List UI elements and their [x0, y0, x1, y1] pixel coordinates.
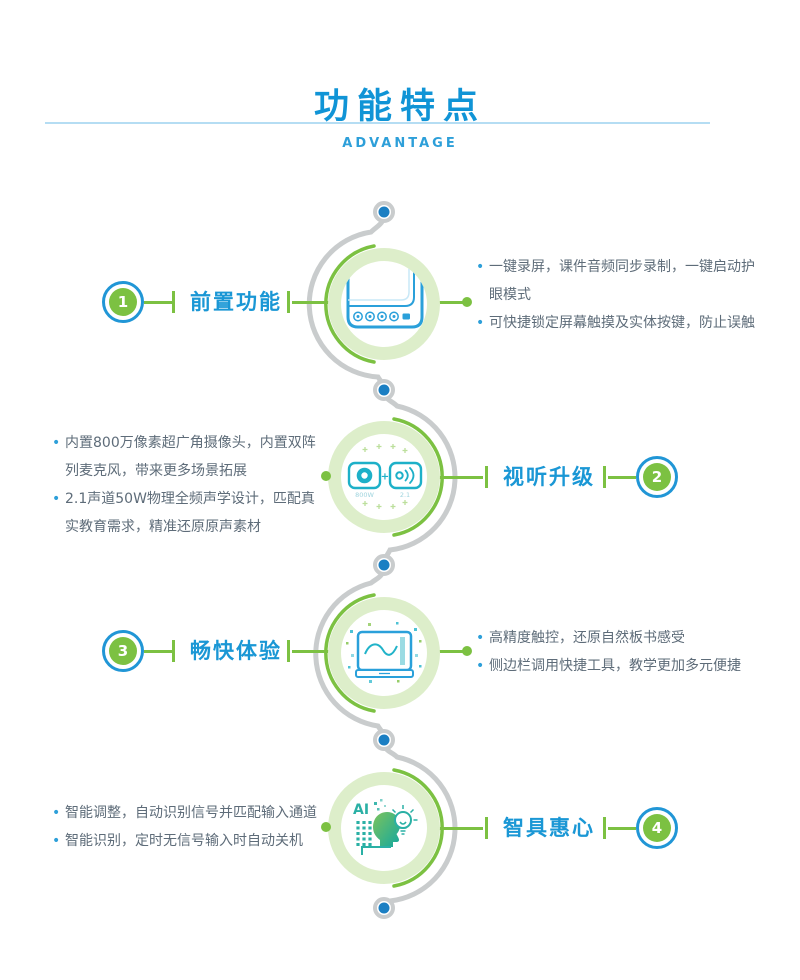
timeline-connector: [306, 211, 458, 911]
plus-sign: +: [381, 472, 389, 483]
section-2-number-badge: 2: [636, 456, 678, 498]
section-1-number: 1: [109, 288, 137, 316]
feature-bullet: • 高精度触控，还原自然板书感受: [476, 630, 685, 646]
label-tick: [603, 817, 606, 839]
connector-end-dot: [462, 646, 472, 656]
section-1-label: 前置功能: [190, 290, 282, 314]
feature-bullet: • 侧边栏调用快捷工具，教学更加多元便捷: [476, 658, 741, 674]
label-tick: [172, 640, 175, 662]
section-4-text: • 智能调整，自动识别信号并匹配输入通道 • 智能识别，定时无信号输入时自动关机: [52, 799, 317, 855]
feature-bullet: • 智能识别，定时无信号输入时自动关机: [52, 833, 303, 849]
connector-line: [438, 650, 464, 653]
section-1-circle: [328, 248, 440, 360]
timeline-node-dots: [373, 201, 395, 919]
feature-bullet: • 2.1声道50W物理全频声学设计，匹配真实教育需求，精准还原原声素材: [52, 491, 315, 535]
ai-smart-icon: AI: [353, 799, 418, 855]
section-3-number-badge: 3: [102, 630, 144, 672]
connector-line: [144, 301, 172, 304]
section-2-label: 视听升级: [503, 465, 595, 489]
decor-plus-marks: [362, 444, 408, 509]
connector-end-dot: [321, 822, 331, 832]
section-2-number: 2: [643, 463, 671, 491]
connector-line: [292, 650, 332, 653]
feature-bullet: • 智能调整，自动识别信号并匹配输入通道: [52, 805, 317, 821]
section-2-circle: + 800W 2.1: [328, 421, 440, 533]
section-3-label: 畅快体验: [190, 639, 282, 663]
connector-line: [144, 650, 172, 653]
decor-pixel-squares: [374, 799, 386, 811]
head-silhouette: [373, 812, 400, 847]
connector-line: [438, 476, 483, 479]
camera-mp-label: 800W: [355, 491, 374, 499]
camera-speaker-icon: + 800W 2.1: [347, 444, 423, 509]
section-4-label: 智具惠心: [503, 816, 595, 840]
section-1-text: • 一键录屏，课件音频同步录制，一键启动护眼模式 • 可快捷锁定屏幕触摸及实体按…: [476, 253, 765, 337]
title-underline: [45, 122, 710, 124]
feature-bullet: • 可快捷锁定屏幕触摸及实体按键，防止误触: [476, 315, 755, 331]
section-arc-3: [324, 593, 376, 713]
section-arc-1: [324, 244, 376, 364]
ai-label: AI: [353, 802, 369, 818]
section-4-number-badge: 4: [636, 807, 678, 849]
section-2-text: • 内置800万像素超广角摄像头，内置双阵列麦克风，带来更多场景拓展 • 2.1…: [52, 429, 323, 541]
connector-end-dot: [321, 471, 331, 481]
display-panel-icon: [346, 261, 424, 329]
lightbulb: [391, 805, 418, 835]
section-4-circle: AI: [328, 772, 440, 884]
label-tick: [485, 466, 488, 488]
feature-bullet: • 内置800万像素超广角摄像头，内置双阵列麦克风，带来更多场景拓展: [52, 435, 316, 479]
label-tick: [287, 291, 290, 313]
section-1-number-badge: 1: [102, 281, 144, 323]
feature-bullet: • 一键录屏，课件音频同步录制，一键启动护眼模式: [476, 259, 755, 303]
connector-line: [438, 301, 464, 304]
whiteboard-icon: [346, 622, 422, 683]
connector-end-dot: [462, 297, 472, 307]
label-tick: [172, 291, 175, 313]
section-3-circle: [328, 597, 440, 709]
section-3-text: • 高精度触控，还原自然板书感受 • 侧边栏调用快捷工具，教学更加多元便捷: [476, 624, 741, 680]
label-tick: [287, 640, 290, 662]
connector-line: [292, 301, 332, 304]
label-tick: [485, 817, 488, 839]
decor-step-line: [361, 846, 391, 855]
speaker-channel-label: 2.1: [400, 491, 410, 499]
decor-pixel-squares: [346, 622, 422, 683]
connector-line: [608, 476, 636, 479]
label-tick: [603, 466, 606, 488]
page-title: 功能特点: [313, 87, 486, 127]
section-3-number: 3: [109, 637, 137, 665]
connector-line: [608, 827, 636, 830]
decor-dashed-bars: [356, 821, 372, 846]
connector-line: [438, 827, 483, 830]
page-subtitle: ADVANTAGE: [342, 136, 458, 151]
section-4-number: 4: [643, 814, 671, 842]
